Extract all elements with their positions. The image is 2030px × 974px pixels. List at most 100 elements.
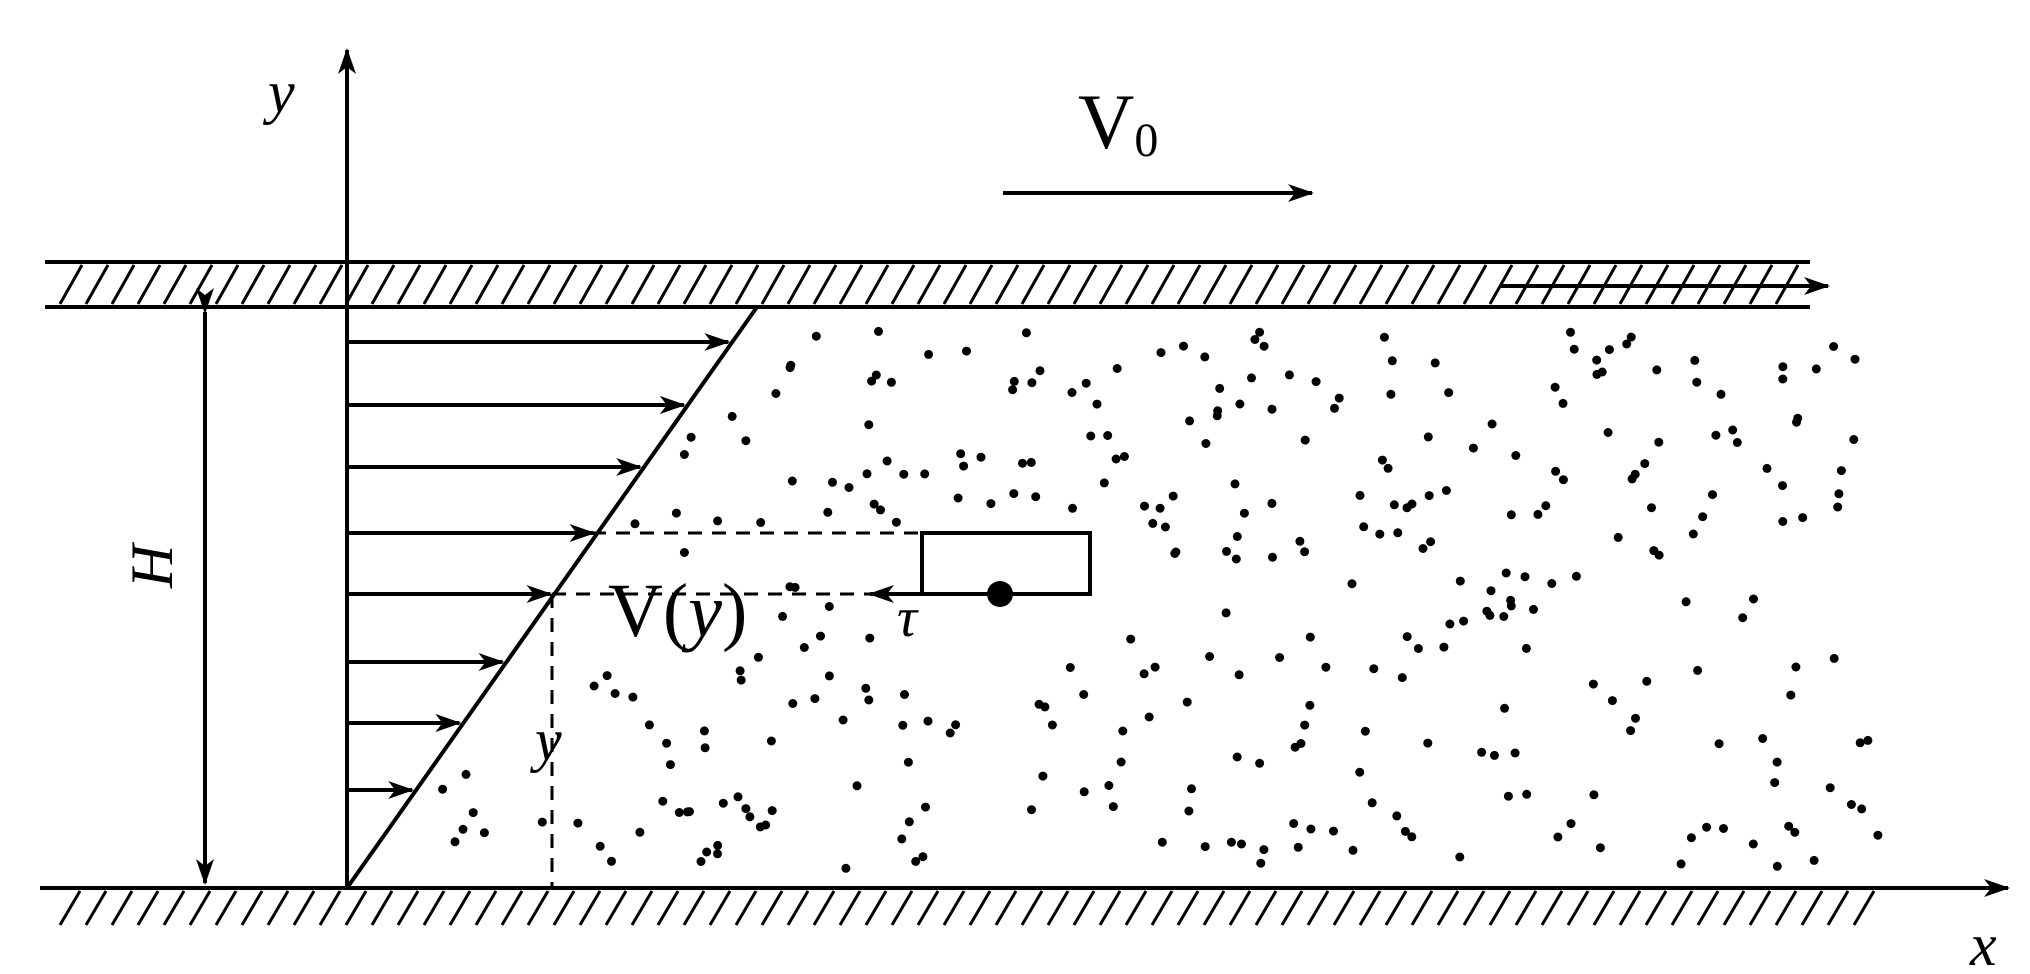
particle-dot [1119,452,1129,461]
particle-dot [1086,431,1096,441]
hatch-line [1332,264,1358,305]
hatch-line [864,264,890,305]
particle-dot [874,326,883,336]
particle-dot [1027,805,1036,815]
particle-dot [1595,843,1605,853]
particle-dot [1489,750,1499,760]
hatch-line [1852,890,1876,926]
particle-dot [1293,842,1303,852]
particle-dot [861,683,871,693]
particle-dot [911,856,921,866]
particle-dot [1402,503,1412,513]
particle-dot [1348,845,1358,855]
particle-dot [1383,463,1393,473]
hatch-line [214,890,238,926]
particle-dot [644,720,654,730]
particle-dot [1445,619,1455,629]
hatch-line [1306,890,1330,926]
velocity-profile-arrows [347,333,731,799]
hatch-line [916,264,942,305]
particle-dot [1654,437,1664,447]
particle-dot [788,699,798,708]
particle-dot [956,449,966,459]
hatch-line [838,890,862,926]
particle-dot [1330,403,1339,413]
particle-dot [1402,632,1412,642]
hatch-line [526,264,552,305]
particle-dot [1690,355,1700,365]
hatch-line [604,890,628,926]
particle-dot [891,517,901,527]
hatch-line [838,264,864,305]
particle-dot [1187,784,1196,794]
particle-dot [1284,370,1294,380]
particle-dot [1834,489,1844,499]
particle-dot [864,420,874,430]
particle-dot [1009,376,1019,386]
particle-dot [953,493,963,503]
particle-dot [1418,544,1428,553]
particle-dot [1778,517,1788,526]
hatch-line [500,890,524,926]
hatch-line [942,890,966,926]
particle-dot [1855,738,1865,748]
particle-dot [1201,439,1211,448]
particle-dot [1485,610,1495,620]
particle-dot [1533,509,1543,519]
hatch-line [994,264,1020,305]
particle-dot [1156,348,1166,358]
shear-stress-label: τ [897,587,919,649]
particle-dot [1079,787,1089,797]
particle-dot [976,452,986,462]
gap-height-label: H [119,541,185,589]
hatch-line [1514,890,1538,926]
hatch-line [630,264,656,305]
particle-dot [458,824,468,834]
particle-dot [1300,720,1310,730]
particle-dot [1455,852,1465,862]
particle-dot [923,716,933,726]
particle-dot [679,450,689,459]
hatch-line [1306,264,1332,305]
hatch-line [84,264,110,305]
particle-dot [1809,855,1819,865]
particle-dot [1688,529,1698,539]
particle-dot [1305,700,1315,710]
particle-dot [1018,458,1027,468]
hatch-line [890,264,916,305]
hatch-line [708,264,734,305]
particle-dot [920,469,930,479]
particle-dot [1811,364,1821,374]
particle-dot [1259,341,1269,351]
particle-dot [727,411,737,421]
particle-dot [862,469,872,479]
particle-dot [1111,454,1121,464]
particle-dot [1038,771,1048,781]
particle-dot [1031,492,1041,502]
particle-dot [1604,345,1614,355]
particle-dot [1126,634,1136,644]
particle-dot [1642,676,1652,686]
hatch-line [136,264,162,305]
particle-dot [1553,832,1563,842]
particle-dot [1255,758,1265,768]
particle-dot [1511,451,1521,460]
particle-dot [1311,377,1321,387]
hatch-line [604,264,630,305]
particle-dot [1375,529,1385,539]
particle-dot [1369,664,1379,674]
hatch-line [1644,890,1668,926]
particle-dot [1387,356,1397,366]
particle-dot [1693,665,1703,675]
hatch-line [162,890,186,926]
hatch-line [1488,890,1512,926]
particle-dot [1321,662,1331,672]
particle-dot [1268,552,1277,562]
hatch-line [1384,264,1410,305]
particle-dot [986,499,996,509]
particle-dot [1397,673,1407,683]
hatch-line [864,890,888,926]
bottom-plate-hatching [58,890,1876,926]
hatch-line [266,264,292,305]
particle-dot [951,720,961,730]
